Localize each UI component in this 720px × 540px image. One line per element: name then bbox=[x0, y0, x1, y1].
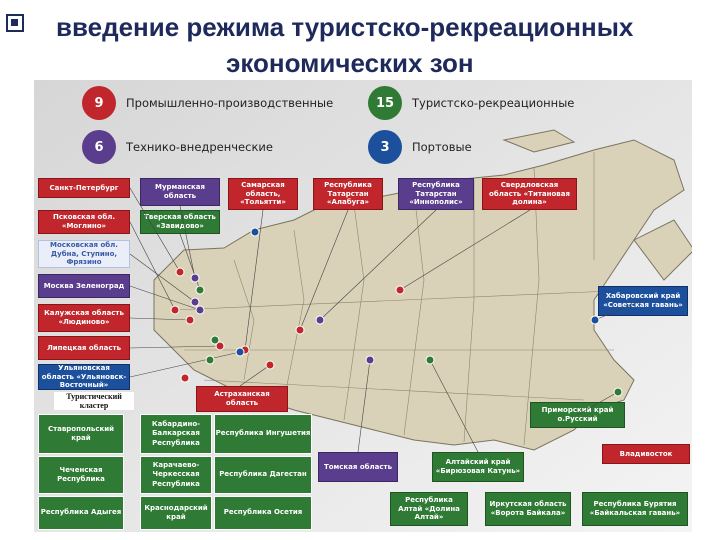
zone-irkutsk: Иркутская область «Ворота Байкала» bbox=[485, 492, 571, 526]
zone-vladivostok: Владивосток bbox=[602, 444, 690, 464]
cluster-adygea: Республика Адыгея bbox=[38, 496, 124, 530]
zone-pskov: Псковская обл. «Моглино» bbox=[38, 210, 130, 234]
legend-port: 3 Портовые bbox=[368, 130, 472, 164]
zone-murmansk: Мурманская область bbox=[140, 178, 220, 206]
legend-industrial: 9 Промышленно-производственные bbox=[82, 86, 333, 120]
legend-badge: 3 bbox=[368, 130, 402, 164]
zone-spb: Санкт-Петербург bbox=[38, 178, 130, 198]
legend-label: Промышленно-производственные bbox=[126, 96, 334, 110]
zone-khabarovsk: Хабаровский край «Советская гавань» bbox=[598, 286, 688, 316]
cluster-krasnodar: Краснодарский край bbox=[140, 496, 212, 530]
legend-label: Туристско-рекреационные bbox=[412, 96, 575, 110]
zone-lipetsk: Липецкая область bbox=[38, 336, 130, 360]
zone-altai-rep: Республика Алтай «Долина Алтай» bbox=[390, 492, 468, 526]
zone-ulyanovsk: Ульяновская область «Ульяновск-Восточный… bbox=[38, 364, 130, 390]
cluster-kbr: Кабардино-Балкарская Республика bbox=[140, 414, 212, 454]
cluster-ingush: Республика Ингушетия bbox=[214, 414, 312, 454]
zone-tatarstan-innopolis: Республика Татарстан «Иннополис» bbox=[398, 178, 474, 210]
legend-badge: 6 bbox=[82, 130, 116, 164]
zone-tatarstan-alabuga: Республика Татарстан «Алабуга» bbox=[313, 178, 383, 210]
zone-buryatia: Республика Бурятия «Байкальская гавань» bbox=[582, 492, 688, 526]
zone-tomsk: Томская область bbox=[318, 452, 398, 482]
zone-moscow-obl: Московская обл. Дубна, Ступино, Фрязино bbox=[38, 240, 130, 268]
zone-astrakhan: Астраханская область bbox=[196, 386, 288, 412]
legend-technical: 6 Технико-внедренческие bbox=[82, 130, 273, 164]
zone-tver: Тверская область «Завидово» bbox=[140, 210, 220, 234]
checkbox-bullet-icon bbox=[6, 14, 24, 32]
legend-label: Технико-внедренческие bbox=[126, 140, 273, 154]
legend-badge: 9 bbox=[82, 86, 116, 120]
cluster-kchr: Карачаево-Черкесская Республика bbox=[140, 456, 212, 494]
cluster-dagestan: Республика Дагестан bbox=[214, 456, 312, 494]
slide-title: введение режима туристско-рекреационных … bbox=[0, 0, 720, 80]
zone-sverdlovsk: Свердловская область «Титановая долина» bbox=[482, 178, 577, 210]
legend-badge: 15 bbox=[368, 86, 402, 120]
cluster-chechen: Чеченская Республика bbox=[38, 456, 124, 494]
legend-label: Портовые bbox=[412, 140, 472, 154]
cluster-stavropol: Ставропольский край bbox=[38, 414, 124, 454]
zone-altai-krai: Алтайский край «Бирюзовая Катунь» bbox=[432, 452, 524, 482]
cluster-osetia: Республика Осетия bbox=[214, 496, 312, 530]
zone-kaluga: Калужская область «Людиново» bbox=[38, 304, 130, 332]
zone-samara: Самарская область, «Тольятти» bbox=[228, 178, 298, 210]
legend-tourist: 15 Туристско-рекреационные bbox=[368, 86, 574, 120]
tourist-cluster-label: Туристический кластер bbox=[54, 392, 134, 411]
zone-primorsky: Приморский край о.Русский bbox=[530, 402, 625, 428]
title-line-2: экономических зон bbox=[226, 48, 474, 78]
title-line-1: введение режима туристско-рекреационных bbox=[56, 12, 634, 42]
zone-moscow-zelenograd: Москва Зеленоград bbox=[38, 274, 130, 298]
